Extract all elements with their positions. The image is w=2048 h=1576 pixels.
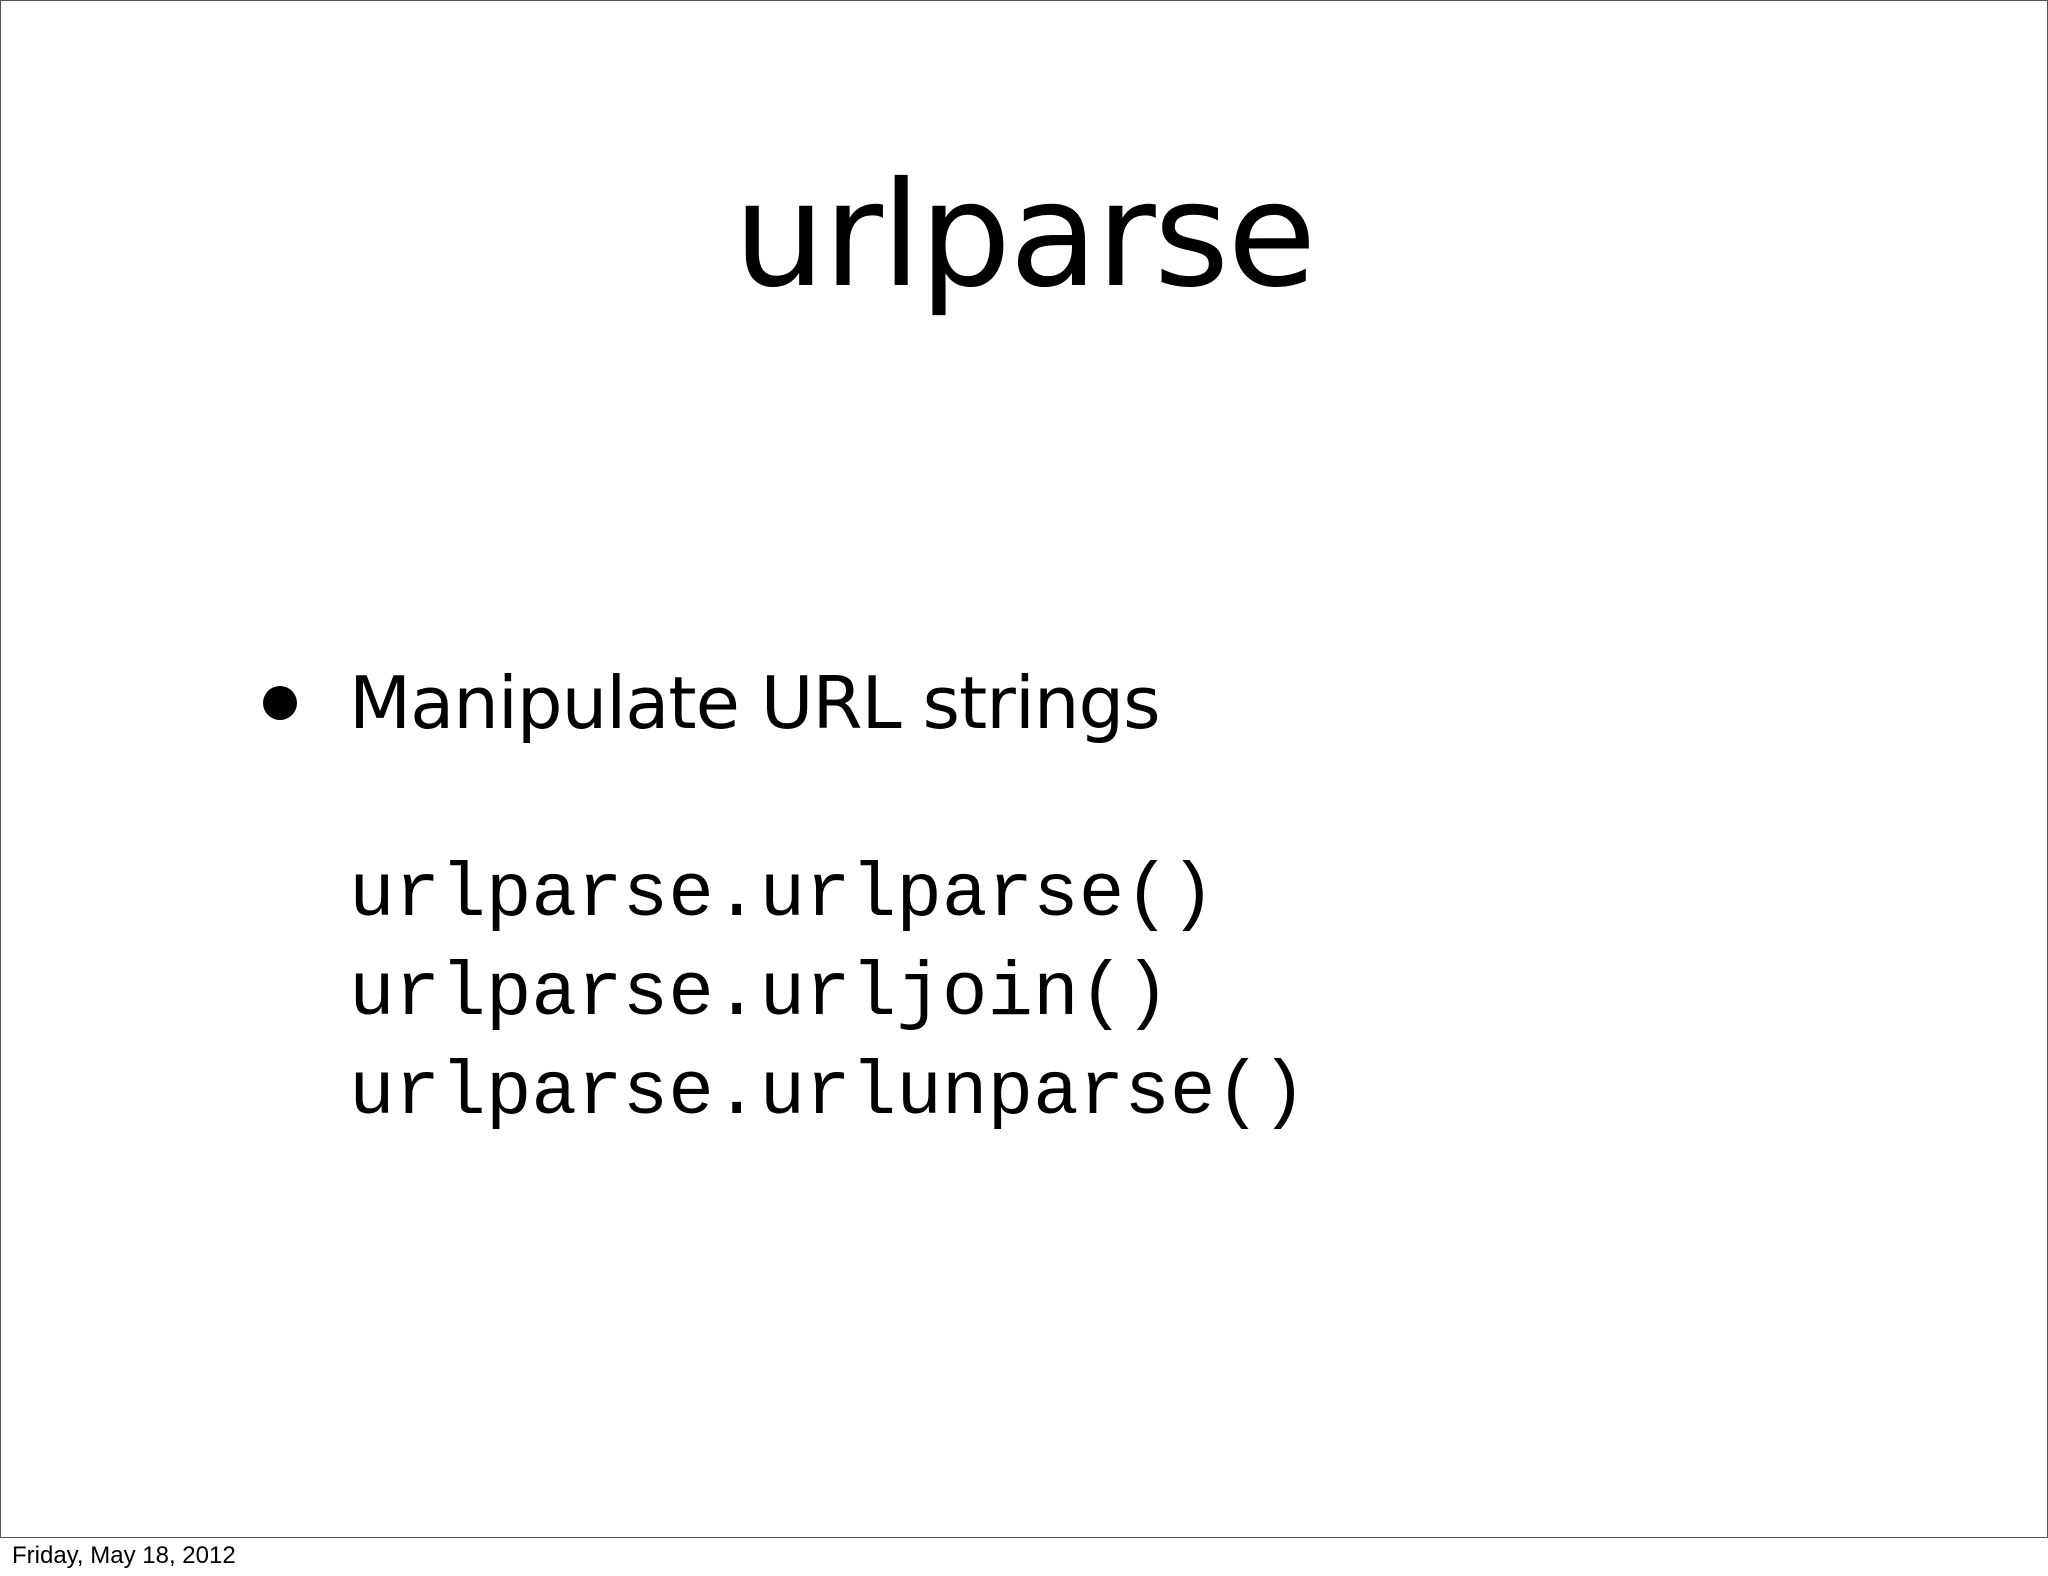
bullet-dot-icon — [263, 686, 297, 720]
bullet-text: Manipulate URL strings — [349, 661, 1161, 745]
bullet-item: Manipulate URL strings — [263, 653, 1161, 753]
footer-date: Friday, May 18, 2012 — [12, 1542, 236, 1569]
code-line-urlunparse: urlparse.urlunparse() — [349, 1050, 1307, 1136]
code-line-urlparse: urlparse.urlparse() — [349, 852, 1216, 938]
slide-title: urlparse — [733, 151, 1316, 320]
code-block: urlparse.urlparse() urlparse.urljoin() u… — [349, 846, 1307, 1143]
code-line-urljoin: urlparse.urljoin() — [349, 951, 1170, 1037]
slide-canvas: urlparse Manipulate URL strings urlparse… — [0, 0, 2048, 1538]
